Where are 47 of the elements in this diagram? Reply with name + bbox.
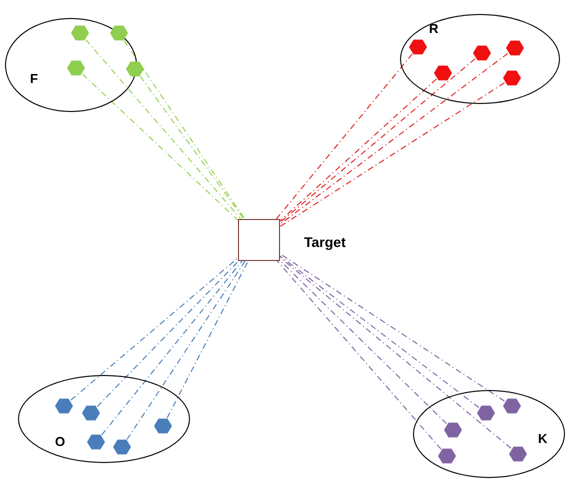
hexagon [55,397,73,415]
hexagon [110,24,128,42]
group-label: R [429,20,438,38]
ellipse-group [18,375,190,463]
hexagon [67,59,85,77]
ellipse-group [400,14,560,104]
connector-line [276,53,413,220]
connector-line [101,260,243,436]
connector-line [280,58,476,223]
connector-line [124,40,246,220]
connector-line [85,39,242,220]
ellipse-group [413,390,565,478]
group-label: O [55,433,66,451]
connector-line [280,260,448,424]
connector-line [280,82,505,228]
connector-line [140,76,244,220]
hexagon [82,404,100,422]
connector-line [280,253,505,402]
hexagon [438,447,456,465]
hexagon [113,438,131,456]
connector-line [96,260,240,408]
hexagon [126,60,144,78]
hexagon [503,397,521,415]
connector-line [280,52,508,225]
hexagon [71,24,89,42]
connector-line [280,256,512,449]
hexagon [434,64,452,82]
hexagon [503,69,521,87]
hexagon [509,445,527,463]
connector-line [166,260,249,418]
connector-line [126,260,246,440]
connector-line [82,74,238,221]
hexagon [444,421,462,439]
target-box [238,219,280,261]
hexagon [87,433,105,451]
hexagon [477,404,495,422]
hexagon [473,44,491,62]
connector-line [280,78,437,222]
connector-line [280,256,480,408]
hexagon [154,417,172,435]
connector-line [276,260,442,450]
connector-line [70,257,238,401]
hexagon [506,39,524,57]
group-label: F [30,70,38,88]
target-label: Target [304,233,346,252]
hexagon [409,38,427,56]
group-label: K [538,430,548,448]
